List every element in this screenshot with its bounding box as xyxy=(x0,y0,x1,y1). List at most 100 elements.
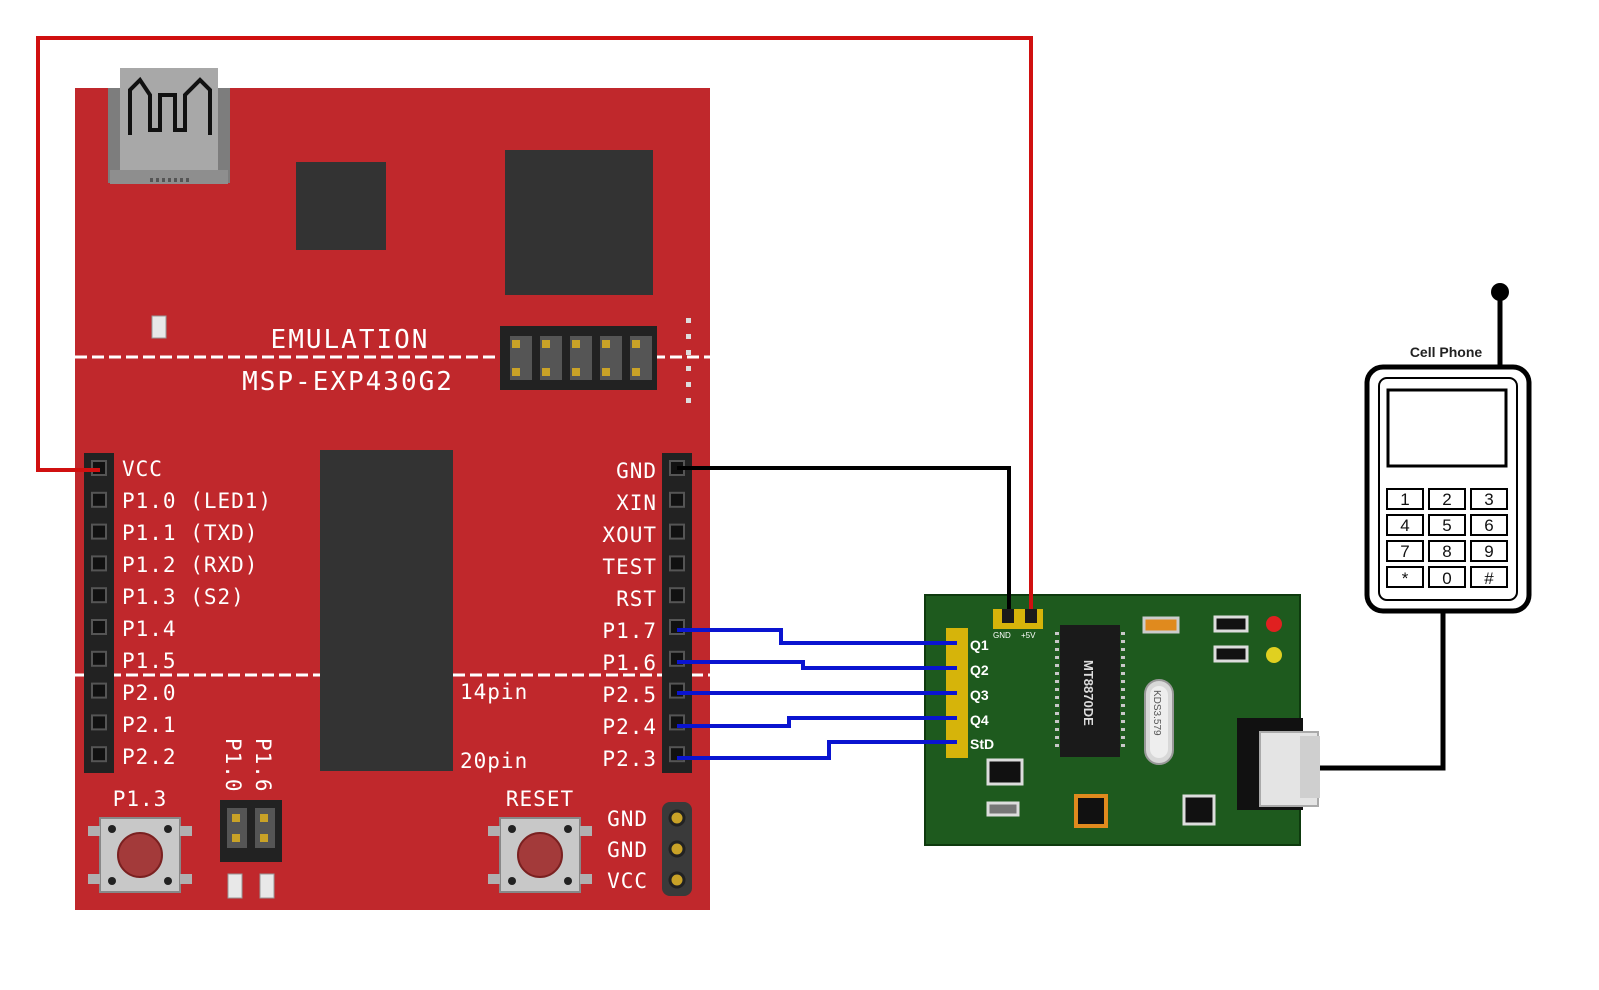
wire-endpoints xyxy=(1002,609,1037,623)
mcu-chip xyxy=(320,450,453,771)
module-5v-pin xyxy=(1025,609,1037,623)
led1 xyxy=(227,873,243,899)
button-p1-3-label: P1.3 xyxy=(113,787,168,811)
output-q4: Q4 xyxy=(970,712,989,728)
key-0-label: 0 xyxy=(1442,569,1451,588)
key-6[interactable] xyxy=(1470,514,1508,536)
smd-capacitor xyxy=(1142,616,1180,634)
pin-label-test: TEST xyxy=(602,555,657,579)
key-6-label: 6 xyxy=(1484,516,1493,535)
key-2-label: 2 xyxy=(1442,490,1451,509)
wire-p1-6-to-q2 xyxy=(677,660,957,670)
dtmf-module: Q1 Q2 Q3 Q4 StD GND +5V MT8870DE KDS3.57… xyxy=(924,594,1320,846)
key-9-label: 9 xyxy=(1484,542,1493,561)
wire-p1-7-to-q1 xyxy=(677,628,957,645)
pin20-label: 20pin xyxy=(460,749,528,773)
board-title: EMULATION xyxy=(271,325,430,355)
output-q2: Q2 xyxy=(970,662,989,678)
pin-label-xin: XIN xyxy=(616,491,657,515)
smd-resistor-2 xyxy=(1213,645,1249,663)
key-3-label: 3 xyxy=(1484,490,1493,509)
module-5v-label: +5V xyxy=(1021,631,1036,640)
jumper-label-p1-0: P1.0 xyxy=(221,738,245,793)
right-header-pin-2 xyxy=(669,523,685,540)
pin-label-p1-3: P1.3 (S2) xyxy=(122,585,245,609)
led-jumpers[interactable] xyxy=(220,800,282,862)
pin-label-p1-2: P1.2 (RXD) xyxy=(122,553,258,577)
pin-label-xout: XOUT xyxy=(602,523,657,547)
mt8870-chip: MT8870DE xyxy=(1055,625,1125,757)
phone-screen xyxy=(1386,388,1508,468)
crystal: KDS3.579 xyxy=(1144,679,1174,765)
module-gnd-label: GND xyxy=(993,631,1011,640)
left-header-pin-7 xyxy=(91,682,107,699)
right-header-pins xyxy=(669,460,685,763)
jumper-label-p1-6: P1.6 xyxy=(251,738,275,793)
key-7[interactable] xyxy=(1386,540,1424,562)
pin14-label: 14pin xyxy=(460,680,528,704)
power-pin-gnd-1: GND xyxy=(607,807,648,831)
emulation-chip-small xyxy=(296,162,386,250)
board-model: MSP-EXP430G2 xyxy=(242,367,454,397)
right-header-pin-4 xyxy=(669,587,685,604)
key-1-label: 1 xyxy=(1400,490,1409,509)
key-5-label: 5 xyxy=(1442,516,1451,535)
module-gnd-pin xyxy=(1002,609,1014,623)
button-p1-3[interactable] xyxy=(88,817,192,893)
wires xyxy=(36,36,1446,771)
pin-label-vcc: VCC xyxy=(122,457,163,481)
button-reset[interactable] xyxy=(488,817,592,893)
key-9[interactable] xyxy=(1470,540,1508,562)
key-4[interactable] xyxy=(1386,514,1424,536)
key-hash-label: # xyxy=(1484,569,1494,588)
power-header xyxy=(662,802,692,896)
phone-keypad: 1 2 3 4 5 6 7 8 9 * 0 # xyxy=(1386,488,1508,588)
key-2[interactable] xyxy=(1428,488,1466,510)
pin-label-gnd: GND xyxy=(616,459,657,483)
right-header-pin-1 xyxy=(669,491,685,508)
cell-phone: Cell Phone 1 2 3 4 5 6 7 8 9 * 0 # xyxy=(1364,283,1532,614)
output-q1: Q1 xyxy=(970,637,989,653)
wire-gnd-to-gnd xyxy=(677,466,1011,615)
smd-part-3 xyxy=(986,758,1024,786)
key-7-label: 7 xyxy=(1400,542,1409,561)
crystal-label: KDS3.579 xyxy=(1151,690,1162,736)
right-header-pin-7 xyxy=(669,682,685,699)
left-header-pin-1 xyxy=(91,491,107,508)
left-header-pin-6 xyxy=(91,650,107,667)
pin-label-p2-2: P2.2 xyxy=(122,745,177,769)
key-1[interactable] xyxy=(1386,488,1424,510)
pin-label-p2-3: P2.3 xyxy=(602,747,657,771)
left-header-pin-2 xyxy=(91,523,107,540)
left-header-pin-8 xyxy=(91,714,107,731)
emulation-led xyxy=(151,315,167,339)
smd-resistor-1 xyxy=(1213,615,1249,633)
key-5[interactable] xyxy=(1428,514,1466,536)
usb-connector xyxy=(108,68,230,184)
key-8[interactable] xyxy=(1428,540,1466,562)
pin-label-p1-6: P1.6 xyxy=(602,651,657,675)
pin-label-p1-5: P1.5 xyxy=(122,649,177,673)
right-header-pin-3 xyxy=(669,555,685,572)
key-3[interactable] xyxy=(1470,488,1508,510)
led2 xyxy=(259,873,275,899)
power-pin-gnd-2: GND xyxy=(607,838,648,862)
pin-label-rst: RST xyxy=(616,587,657,611)
key-4-label: 4 xyxy=(1400,516,1409,535)
left-header-pin-4 xyxy=(91,587,107,604)
launchpad-board: EMULATION MSP-EXP430G2 xyxy=(75,68,710,910)
audio-jack xyxy=(1237,718,1320,810)
key-star[interactable] xyxy=(1386,566,1424,588)
output-q3: Q3 xyxy=(970,687,989,703)
wire-p2-4-to-q4 xyxy=(677,716,957,728)
pin-label-p1-1: P1.1 (TXD) xyxy=(122,521,258,545)
emulation-chip-large xyxy=(505,150,653,295)
emulation-jumper-block xyxy=(500,326,657,390)
left-header-pin-3 xyxy=(91,555,107,572)
pin-label-p2-5: P2.5 xyxy=(602,683,657,707)
key-hash[interactable] xyxy=(1470,566,1508,588)
key-0[interactable] xyxy=(1428,566,1466,588)
led-yellow xyxy=(1266,647,1282,663)
chip-label: MT8870DE xyxy=(1081,660,1096,726)
left-header-pin-9 xyxy=(91,746,107,763)
